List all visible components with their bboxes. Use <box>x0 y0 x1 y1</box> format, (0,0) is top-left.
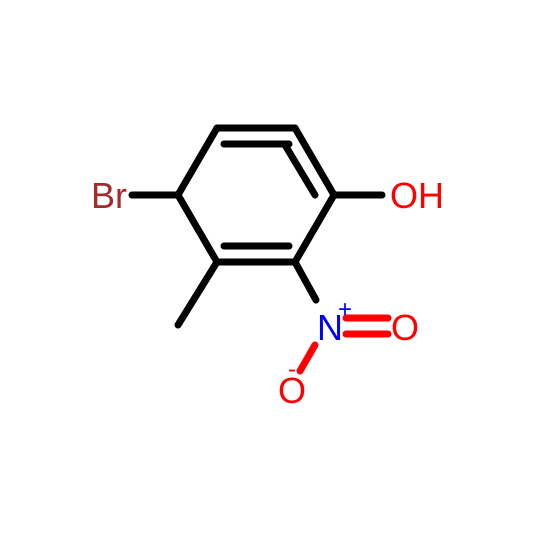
nitrogen-label: N <box>317 307 343 348</box>
oxygen-double-label: O <box>391 307 419 348</box>
bond-methyl <box>174 258 221 329</box>
hydroxyl-label: OH <box>390 175 444 216</box>
nitrogen-charge: + <box>338 296 352 323</box>
bond-ring-lower-left <box>174 191 221 266</box>
oxygen-minus-label: O <box>278 370 306 411</box>
bond-ring-upper-right <box>291 124 338 199</box>
bromine-label: Br <box>91 175 127 216</box>
bond-n-o-minus <box>296 341 319 375</box>
oxygen-charge: - <box>288 356 296 383</box>
bond-ring-lower-right <box>291 191 338 266</box>
bond-ring-nitrogen <box>291 258 320 304</box>
bond-ring-upper-left <box>174 124 221 199</box>
bond-inner-right <box>281 141 319 199</box>
